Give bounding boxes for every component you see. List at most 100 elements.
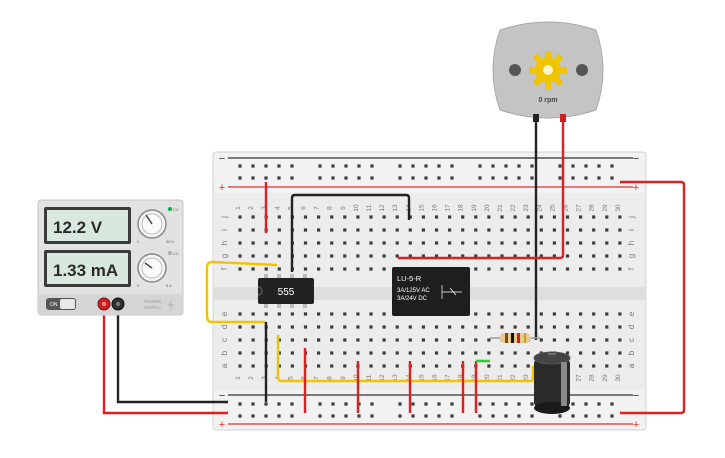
dc-motor[interactable]: 0 rpm [492,21,604,122]
breadboard-hole[interactable] [369,215,373,219]
breadboard-hole[interactable] [605,228,609,232]
breadboard-hole[interactable] [605,241,609,245]
breadboard-hole[interactable] [487,338,491,342]
breadboard-hole[interactable] [526,364,530,368]
breadboard-hole[interactable] [277,228,281,232]
breadboard-hole[interactable] [448,325,452,329]
rail-hole[interactable] [571,402,575,406]
breadboard-hole[interactable] [526,241,530,245]
breadboard-hole[interactable] [605,254,609,258]
rail-hole[interactable] [290,164,294,168]
rail-hole[interactable] [264,414,268,418]
breadboard-hole[interactable] [461,228,465,232]
rail-hole[interactable] [504,414,508,418]
breadboard-hole[interactable] [605,267,609,271]
breadboard-hole[interactable] [592,351,596,355]
breadboard-hole[interactable] [513,351,517,355]
breadboard-hole[interactable] [487,215,491,219]
breadboard-hole[interactable] [369,312,373,316]
breadboard-hole[interactable] [539,312,543,316]
breadboard-hole[interactable] [395,215,399,219]
breadboard-hole[interactable] [565,351,570,355]
rail-hole[interactable] [517,176,521,180]
rail-hole[interactable] [597,414,601,418]
breadboard-hole[interactable] [526,312,530,316]
rail-hole[interactable] [357,414,361,418]
rail-hole[interactable] [491,402,495,406]
breadboard-hole[interactable] [592,254,596,258]
breadboard-hole[interactable] [487,228,491,232]
breadboard-hole[interactable] [343,241,347,245]
breadboard-hole[interactable] [461,215,465,219]
breadboard-hole[interactable] [500,215,504,219]
rail-hole[interactable] [398,414,402,418]
rail-hole[interactable] [238,164,242,168]
breadboard-hole[interactable] [526,351,530,355]
breadboard-hole[interactable] [592,215,596,219]
breadboard-hole[interactable] [552,254,556,258]
breadboard-hole[interactable] [330,215,334,219]
breadboard-hole[interactable] [369,228,373,232]
breadboard-hole[interactable] [395,325,399,329]
rail-hole[interactable] [491,176,495,180]
breadboard-hole[interactable] [382,267,386,271]
breadboard-hole[interactable] [448,364,452,368]
breadboard-hole[interactable] [395,364,399,368]
breadboard-hole[interactable] [513,267,517,271]
breadboard-hole[interactable] [618,338,622,342]
rail-hole[interactable] [344,176,348,180]
motor-positive-wire[interactable] [398,116,565,260]
breadboard-hole[interactable] [434,351,439,355]
rail-hole[interactable] [318,402,322,406]
breadboard-hole[interactable] [592,228,596,232]
breadboard-hole[interactable] [474,351,478,355]
breadboard-hole[interactable] [251,241,255,245]
breadboard-hole[interactable] [421,351,425,355]
breadboard-hole[interactable] [461,254,465,258]
breadboard-hole[interactable] [343,325,347,329]
breadboard-hole[interactable] [290,364,294,368]
rail-hole[interactable] [478,414,482,418]
breadboard-hole[interactable] [238,351,242,355]
breadboard-hole[interactable] [290,351,294,355]
breadboard-hole[interactable] [618,267,622,271]
rail-hole[interactable] [331,402,335,406]
breadboard-hole[interactable] [395,254,399,258]
breadboard-hole[interactable] [408,228,412,232]
breadboard-hole[interactable] [565,215,570,219]
breadboard-hole[interactable] [395,338,399,342]
breadboard-hole[interactable] [238,267,242,271]
breadboard-hole[interactable] [513,215,517,219]
breadboard-hole[interactable] [290,312,294,316]
breadboard-hole[interactable] [408,241,412,245]
breadboard-hole[interactable] [303,228,308,232]
breadboard-hole[interactable] [474,267,478,271]
rail-hole[interactable] [251,402,255,406]
rail-hole[interactable] [264,164,268,168]
breadboard-hole[interactable] [448,351,452,355]
breadboard-hole[interactable] [421,241,425,245]
rail-hole[interactable] [478,176,482,180]
breadboard-hole[interactable] [317,254,321,258]
breadboard-hole[interactable] [238,338,242,342]
breadboard-hole[interactable] [382,338,386,342]
rail-hole[interactable] [370,164,374,168]
breadboard-hole[interactable] [618,351,622,355]
breadboard-hole[interactable] [565,338,570,342]
breadboard-hole[interactable] [487,364,491,368]
breadboard-hole[interactable] [356,267,360,271]
breadboard-hole[interactable] [382,228,386,232]
breadboard-hole[interactable] [303,338,308,342]
rail-hole[interactable] [344,164,348,168]
rail-hole[interactable] [584,414,588,418]
rail-hole[interactable] [370,176,374,180]
breadboard-hole[interactable] [408,215,412,219]
breadboard-hole[interactable] [330,254,334,258]
breadboard-hole[interactable] [330,325,334,329]
breadboard-hole[interactable] [592,325,596,329]
breadboard-hole[interactable] [474,338,478,342]
breadboard-hole[interactable] [552,267,556,271]
breadboard-hole[interactable] [474,241,478,245]
breadboard-hole[interactable] [356,241,360,245]
breadboard-hole[interactable] [382,351,386,355]
